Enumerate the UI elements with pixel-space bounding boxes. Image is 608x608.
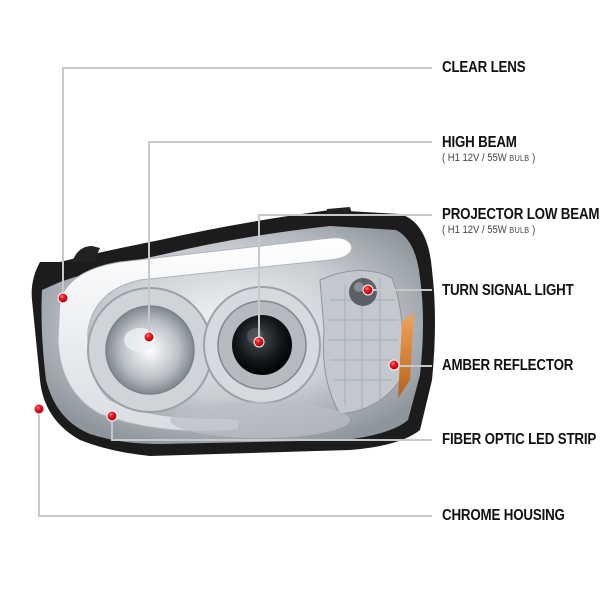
callout-dot-projector-low-beam [253,336,265,348]
label-chrome-housing: CHROME HOUSING [442,507,585,525]
callout-dot-amber-reflector [388,359,400,371]
label-title: PROJECTOR LOW BEAM [442,206,600,223]
spec-close: ) [529,152,536,164]
spec-unit: BULB [509,153,530,163]
spec-close: ) [529,224,536,236]
spec-voltage-wattage: ( H1 12V / 55W [442,224,507,236]
mount-tab-left [72,246,100,262]
callout-line-clear-lens [62,67,432,298]
label-spec: ( H1 12V / 55W BULB ) [442,224,599,237]
amber-reflector-strip [398,312,414,398]
label-high-beam: HIGH BEAM ( H1 12V / 55W BULB ) [442,134,550,165]
callout-line-chrome-housing [38,409,432,517]
label-title: TURN SIGNAL LIGHT [442,282,574,299]
label-title: HIGH BEAM [442,134,517,151]
callout-dot-turn-signal-light [362,284,374,296]
label-spec: ( H1 12V / 55W BULB ) [442,152,535,165]
label-clear-lens: CLEAR LENS [442,59,539,77]
label-title: AMBER REFLECTOR [442,357,574,374]
label-turn-signal-light: TURN SIGNAL LIGHT [442,282,595,300]
spec-voltage-wattage: ( H1 12V / 55W [442,152,507,164]
label-title: FIBER OPTIC LED STRIP [442,431,597,448]
mount-tab-top [327,207,352,214]
callout-lines [38,67,432,517]
callout-line-high-beam [148,141,432,337]
callout-dot-fiber-optic-led-strip [106,410,118,422]
callout-line-fiber-optic-led-strip [111,416,432,441]
callout-dots [33,284,400,422]
spec-unit: BULB [509,225,530,235]
label-title: CLEAR LENS [442,59,526,76]
callout-dot-high-beam [143,331,155,343]
callout-dot-chrome-housing [33,403,45,415]
label-fiber-optic-led-strip: FIBER OPTIC LED STRIP [442,431,608,449]
label-title: CHROME HOUSING [442,507,565,524]
callout-line-projector-low-beam [258,214,432,342]
label-projector-low-beam: PROJECTOR LOW BEAM ( H1 12V / 55W BULB ) [442,206,608,237]
label-amber-reflector: AMBER REFLECTOR [442,357,595,375]
callout-dot-clear-lens [57,292,69,304]
callout-line-amber-reflector [393,365,432,367]
